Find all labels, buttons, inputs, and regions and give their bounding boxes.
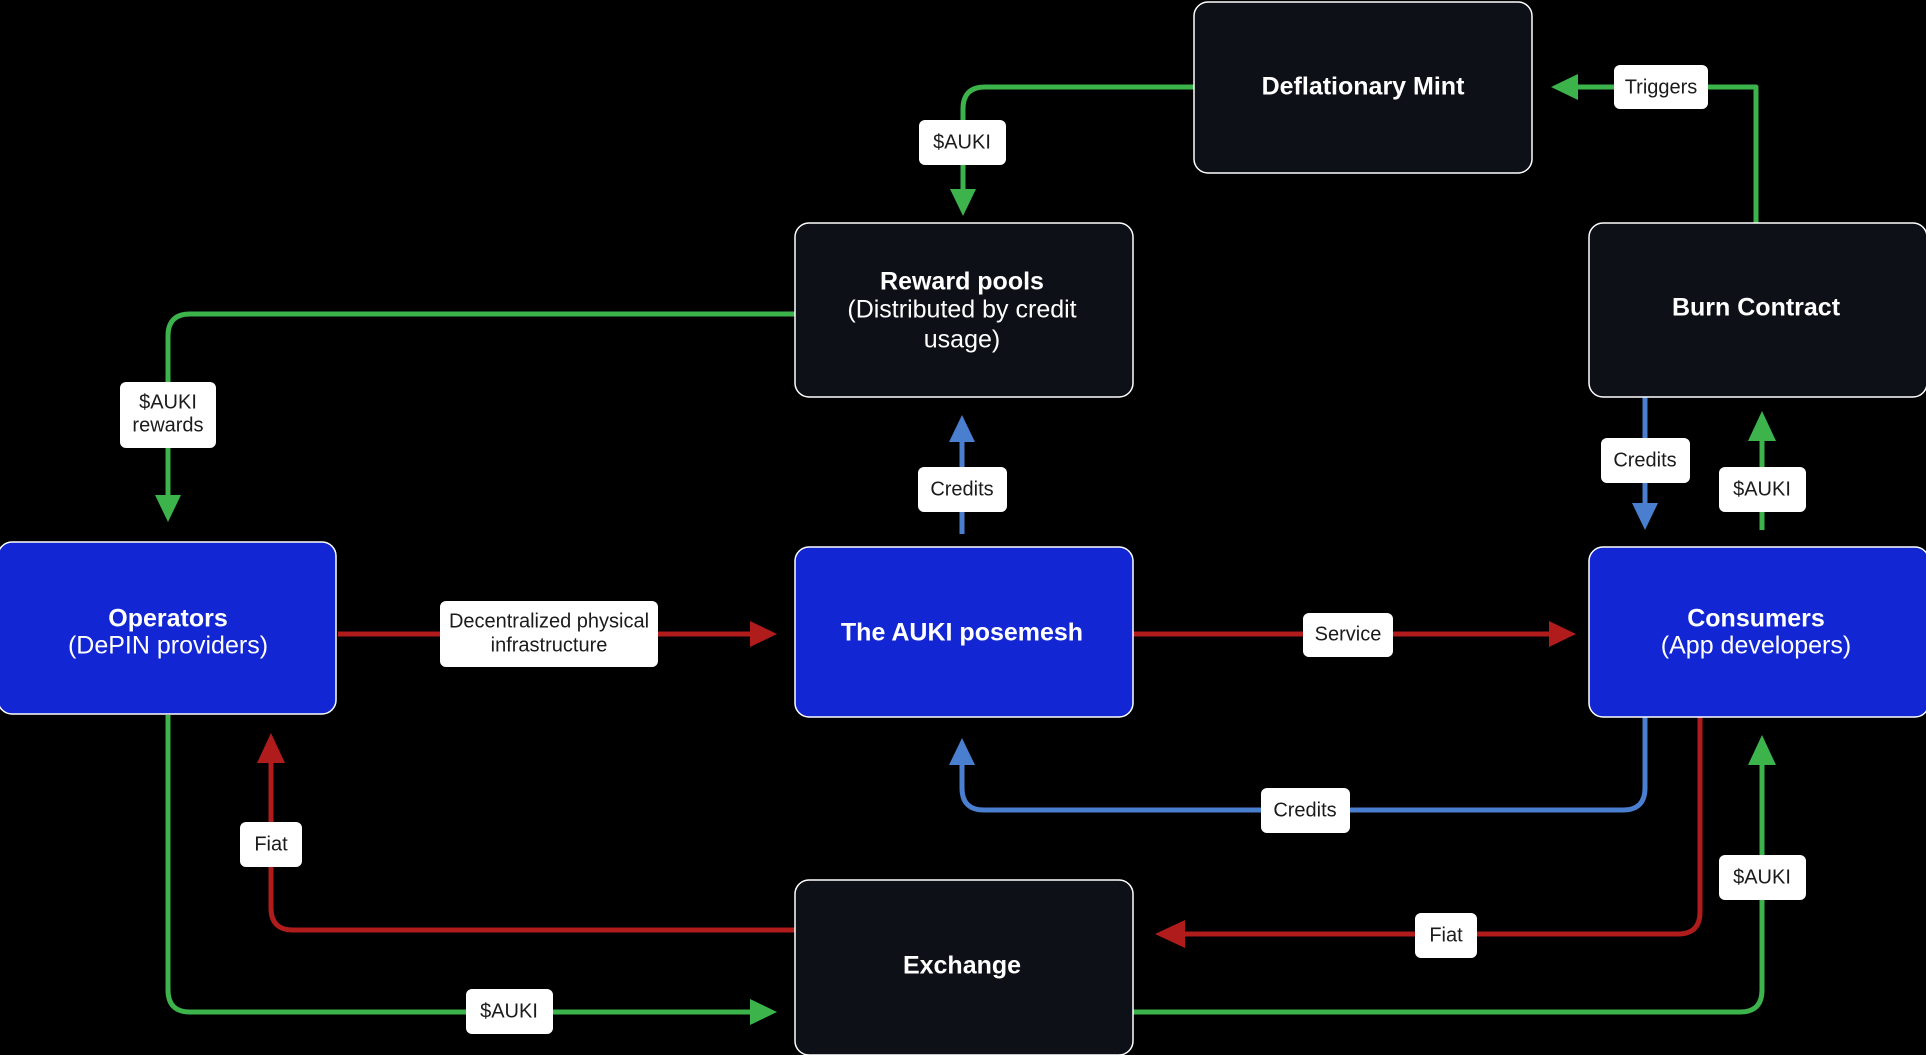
node-box-auki-posemesh[interactable] [794, 546, 1134, 718]
edge-label-dpi: Decentralized physical infrastructure [440, 601, 658, 667]
edge-fiat-operators [257, 733, 795, 933]
edge-label-auki-burn: $AUKI [1719, 467, 1806, 512]
edge-label-text-dpi-line2: infrastructure [491, 634, 608, 656]
edge-label-fiat-operators: Fiat [240, 822, 302, 867]
edge-label-text-credits-consumers: Credits [1273, 799, 1336, 821]
arrow-head-credits-consumers [949, 738, 975, 765]
edge-label-text-service: Service [1315, 623, 1382, 645]
node-title-consumers: Consumers [1687, 605, 1825, 633]
edge-label-box-credits-burn [1601, 438, 1690, 483]
edge-label-text-fiat-consumers: Fiat [1429, 924, 1463, 946]
edge-label-box-service [1303, 613, 1393, 657]
edge-label-mint-auki: $AUKI [919, 120, 1006, 165]
edge-label-credits-consumers: Credits [1261, 788, 1350, 833]
node-box-deflationary-mint[interactable] [1193, 1, 1533, 174]
edge-label-box-auki-rewards [120, 382, 216, 448]
arrow-head-auki-burn [1748, 411, 1776, 441]
arrow-head-triggers [1551, 74, 1578, 100]
edge-label-triggers: Triggers [1614, 65, 1708, 109]
edge-label-text-auki-rewards-line1: $AUKI [139, 391, 197, 413]
node-subtitle-reward-pools-line1: (Distributed by credit [847, 296, 1076, 324]
edge-label-text-dpi-line1: Decentralized physical [449, 610, 649, 632]
edge-label-credits-up: Credits [918, 467, 1007, 512]
arrow-head-auki-exchange [750, 999, 777, 1025]
edge-fiat-consumers [1155, 715, 1703, 948]
node-title-operators: Operators [108, 605, 227, 633]
arrow-head-auki-consumers [1748, 735, 1776, 765]
node-reward-pools[interactable]: Reward pools (Distributed by credit usag… [794, 222, 1134, 398]
node-exchange[interactable]: Exchange [794, 879, 1134, 1055]
node-operators[interactable]: Operators (DePIN providers) [0, 541, 337, 715]
node-title-deflationary-mint: Deflationary Mint [1262, 73, 1465, 101]
node-title-exchange: Exchange [903, 952, 1021, 980]
arrow-head-service [1549, 621, 1576, 647]
edge-label-text-triggers: Triggers [1625, 76, 1698, 98]
node-box-operators[interactable] [0, 541, 337, 715]
edge-label-text-credits-burn: Credits [1613, 449, 1676, 471]
edge-label-text-auki-rewards-line2: rewards [132, 414, 203, 436]
edge-auki-rewards [155, 311, 795, 522]
node-box-reward-pools[interactable] [794, 222, 1134, 398]
arrow-head-auki-rewards [155, 495, 181, 522]
edge-label-box-triggers [1614, 65, 1708, 109]
arrow-head-fiat-consumers [1155, 920, 1185, 948]
edge-label-box-fiat-consumers [1415, 913, 1477, 958]
node-deflationary-mint[interactable]: Deflationary Mint [1193, 1, 1533, 174]
edge-label-auki-exchange: $AUKI [466, 989, 553, 1034]
edge-label-auki-consumers: $AUKI [1719, 855, 1806, 900]
edge-label-box-auki-exchange [466, 989, 553, 1034]
edge-label-fiat-consumers: Fiat [1415, 913, 1477, 958]
edge-label-auki-rewards: $AUKI rewards [120, 382, 216, 448]
node-burn-contract[interactable]: Burn Contract [1588, 222, 1926, 398]
edge-label-box-dpi [440, 601, 658, 667]
edge-label-credits-burn: Credits [1601, 438, 1690, 483]
node-auki-posemesh[interactable]: The AUKI posemesh [794, 546, 1134, 718]
node-subtitle-operators: (DePIN providers) [68, 632, 268, 660]
arrow-head-credits-burn [1632, 503, 1658, 530]
edge-auki-consumers [1133, 735, 1776, 1015]
node-box-exchange[interactable] [794, 879, 1134, 1055]
edge-label-text-auki-burn: $AUKI [1733, 478, 1791, 500]
edge-label-text-credits-up: Credits [930, 478, 993, 500]
edge-label-box-auki-burn [1719, 467, 1806, 512]
edge-label-text-auki-exchange: $AUKI [480, 1000, 538, 1022]
edge-mint-auki [950, 84, 1194, 216]
node-title-auki-posemesh: The AUKI posemesh [841, 619, 1083, 647]
edge-label-box-fiat-operators [240, 822, 302, 867]
edge-label-box-auki-consumers [1719, 855, 1806, 900]
edge-label-service: Service [1303, 613, 1393, 657]
edge-auki-exchange [165, 715, 777, 1025]
node-subtitle-reward-pools-line2: usage) [924, 326, 1000, 354]
node-box-consumers[interactable] [1588, 546, 1926, 718]
arrow-head-credits-up [949, 415, 975, 442]
edge-label-text-fiat-operators: Fiat [254, 833, 288, 855]
arrow-head-fiat-operators [257, 733, 285, 763]
node-title-reward-pools: Reward pools [880, 268, 1044, 296]
node-subtitle-consumers: (App developers) [1661, 632, 1851, 660]
arrow-head-dpi [750, 621, 777, 647]
node-consumers[interactable]: Consumers (App developers) [1588, 546, 1926, 718]
edge-label-text-auki-consumers: $AUKI [1733, 866, 1791, 888]
edge-label-box-credits-up [918, 467, 1007, 512]
node-box-burn-contract[interactable] [1588, 222, 1926, 398]
edge-label-box-mint-auki [919, 120, 1006, 165]
edge-label-text-mint-auki: $AUKI [933, 131, 991, 153]
arrow-head-mint-auki [950, 189, 976, 216]
edge-label-box-credits-consumers [1261, 788, 1350, 833]
node-title-burn-contract: Burn Contract [1672, 294, 1841, 322]
